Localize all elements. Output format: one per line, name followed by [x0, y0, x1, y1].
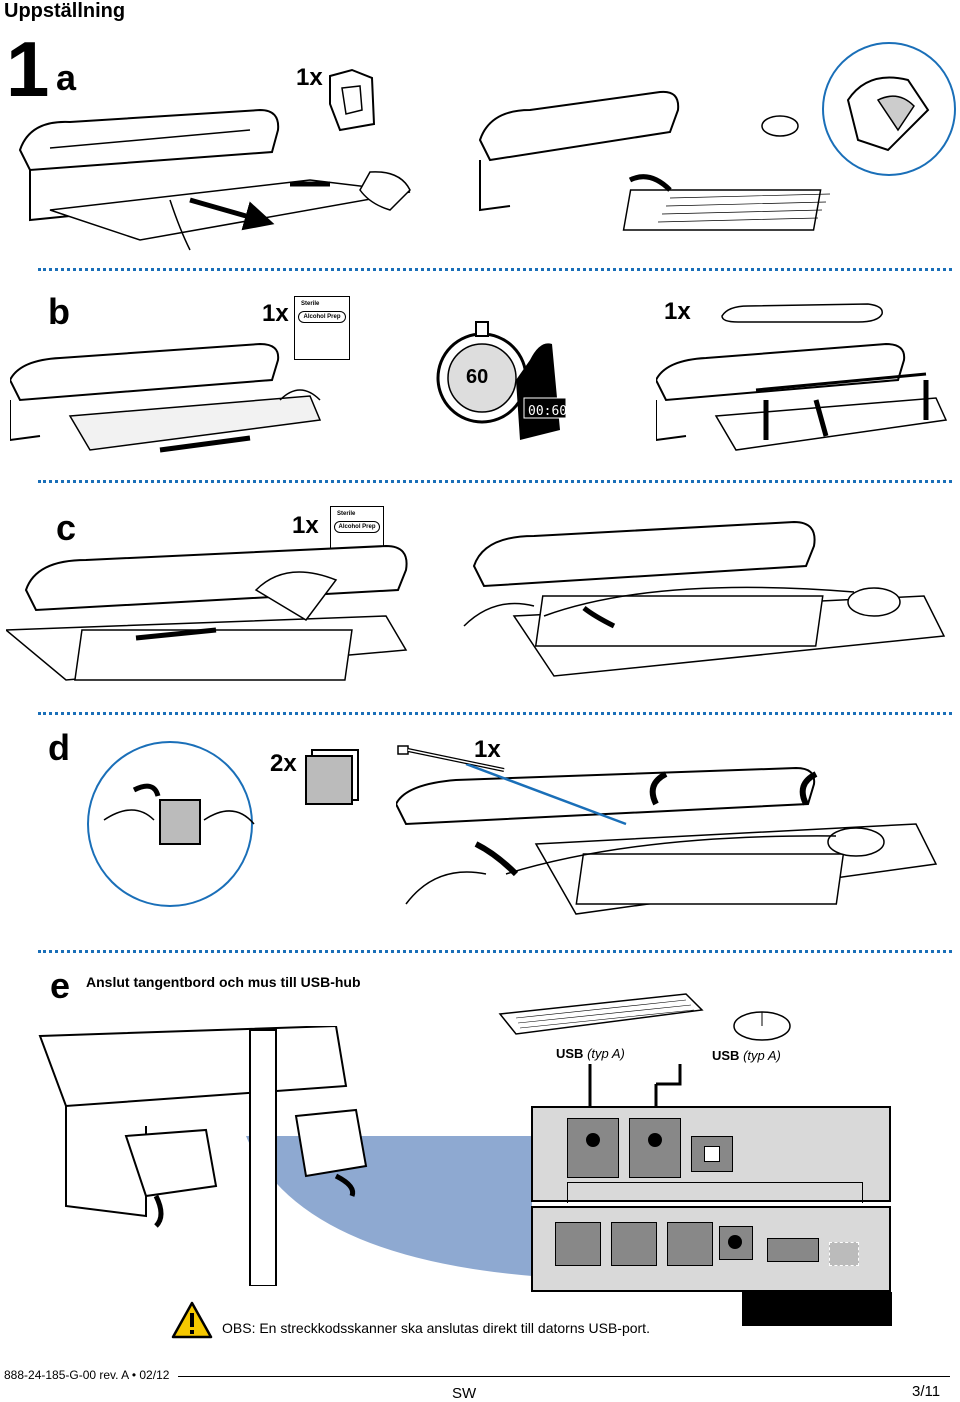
wipe-label-prep: Alcohol Prep [298, 311, 346, 323]
section-divider [38, 480, 952, 483]
step-b-letter: b [48, 291, 70, 332]
page-number: 3/11 [912, 1383, 941, 1400]
step-e-letter: e [50, 965, 71, 1006]
step-a-keyboard-illustration [478, 90, 831, 231]
document-code: 888-24-185-G-00 rev. A • 02/12 [4, 1368, 170, 1382]
step-d-tie-qty: 1x [474, 736, 501, 763]
page-title: Uppställning [4, 0, 126, 22]
section-divider [38, 268, 952, 271]
wrist-pad-illustration [721, 303, 883, 323]
keyboard-illustration [498, 993, 704, 1035]
timer-stopwatch-illustration [436, 321, 567, 440]
magnified-clip-detail [87, 741, 255, 907]
usb-port-a-1 [567, 1118, 619, 1178]
section-divider [38, 712, 952, 715]
section-divider [38, 950, 952, 953]
cable-tie-illustration [397, 745, 505, 772]
section-number: 1 [6, 25, 49, 113]
power-jack [719, 1226, 753, 1260]
step-a-tray-illustration [18, 108, 411, 251]
bracket-part-illustration [329, 68, 376, 132]
step-b-wipe-tray-illustration [10, 342, 322, 453]
usb-keyboard-label: USB (typ A) [556, 1046, 625, 1061]
step-a-letter: a [56, 57, 77, 98]
cart-hub-location-illustration [38, 1026, 532, 1286]
timer-display: 00:60 [528, 404, 568, 419]
hub-slot [567, 1182, 863, 1203]
step-c-wipe-keyboard-illustration [6, 544, 408, 681]
black-label-box [742, 1292, 892, 1326]
step-b-pad-qty: 1x [664, 298, 691, 325]
blank-port [829, 1242, 859, 1266]
usb-hub-rear-panel [531, 1206, 891, 1292]
usb-hub-front-panel [531, 1106, 891, 1203]
ethernet-port-1 [555, 1222, 601, 1266]
warning-text: OBS: En streckkodsskanner ska anslutas d… [222, 1320, 650, 1336]
usb-port-rear [767, 1238, 819, 1262]
wipe-label-sterile: Sterile [337, 511, 356, 517]
usb-port-b [691, 1136, 733, 1172]
step-a-qty: 1x [296, 64, 323, 91]
mouse-illustration [733, 1011, 791, 1041]
wipe-label-sterile: Sterile [301, 301, 320, 307]
cable-clip-illustration [305, 749, 359, 805]
warning-icon [171, 1301, 213, 1339]
ethernet-port-3 [667, 1222, 713, 1266]
timer-seconds: 60 [466, 366, 489, 388]
usb-mouse-label: USB (typ A) [712, 1048, 781, 1063]
step-d-cable-routing-illustration [396, 764, 938, 915]
language-code: SW [452, 1385, 477, 1402]
step-c-keyboard-cable-illustration [463, 520, 946, 677]
step-c-letter: c [56, 507, 77, 548]
step-e-caption: Anslut tangentbord och mus till USB-hub [86, 974, 361, 990]
step-c-wipe-qty: 1x [292, 512, 319, 539]
step-d-letter: d [48, 727, 70, 768]
step-b-wipe-qty: 1x [262, 300, 289, 327]
footer-rule [178, 1376, 950, 1377]
ethernet-port-2 [611, 1222, 657, 1266]
alcohol-wipe-packet: Sterile Alcohol Prep [294, 296, 350, 360]
usb-port-a-2 [629, 1118, 681, 1178]
wipe-label-prep: Alcohol Prep [334, 521, 380, 533]
step-d-clip-qty: 2x [270, 750, 297, 777]
magnified-bracket-detail [822, 42, 956, 176]
step-b-pad-tray-illustration [656, 342, 948, 451]
